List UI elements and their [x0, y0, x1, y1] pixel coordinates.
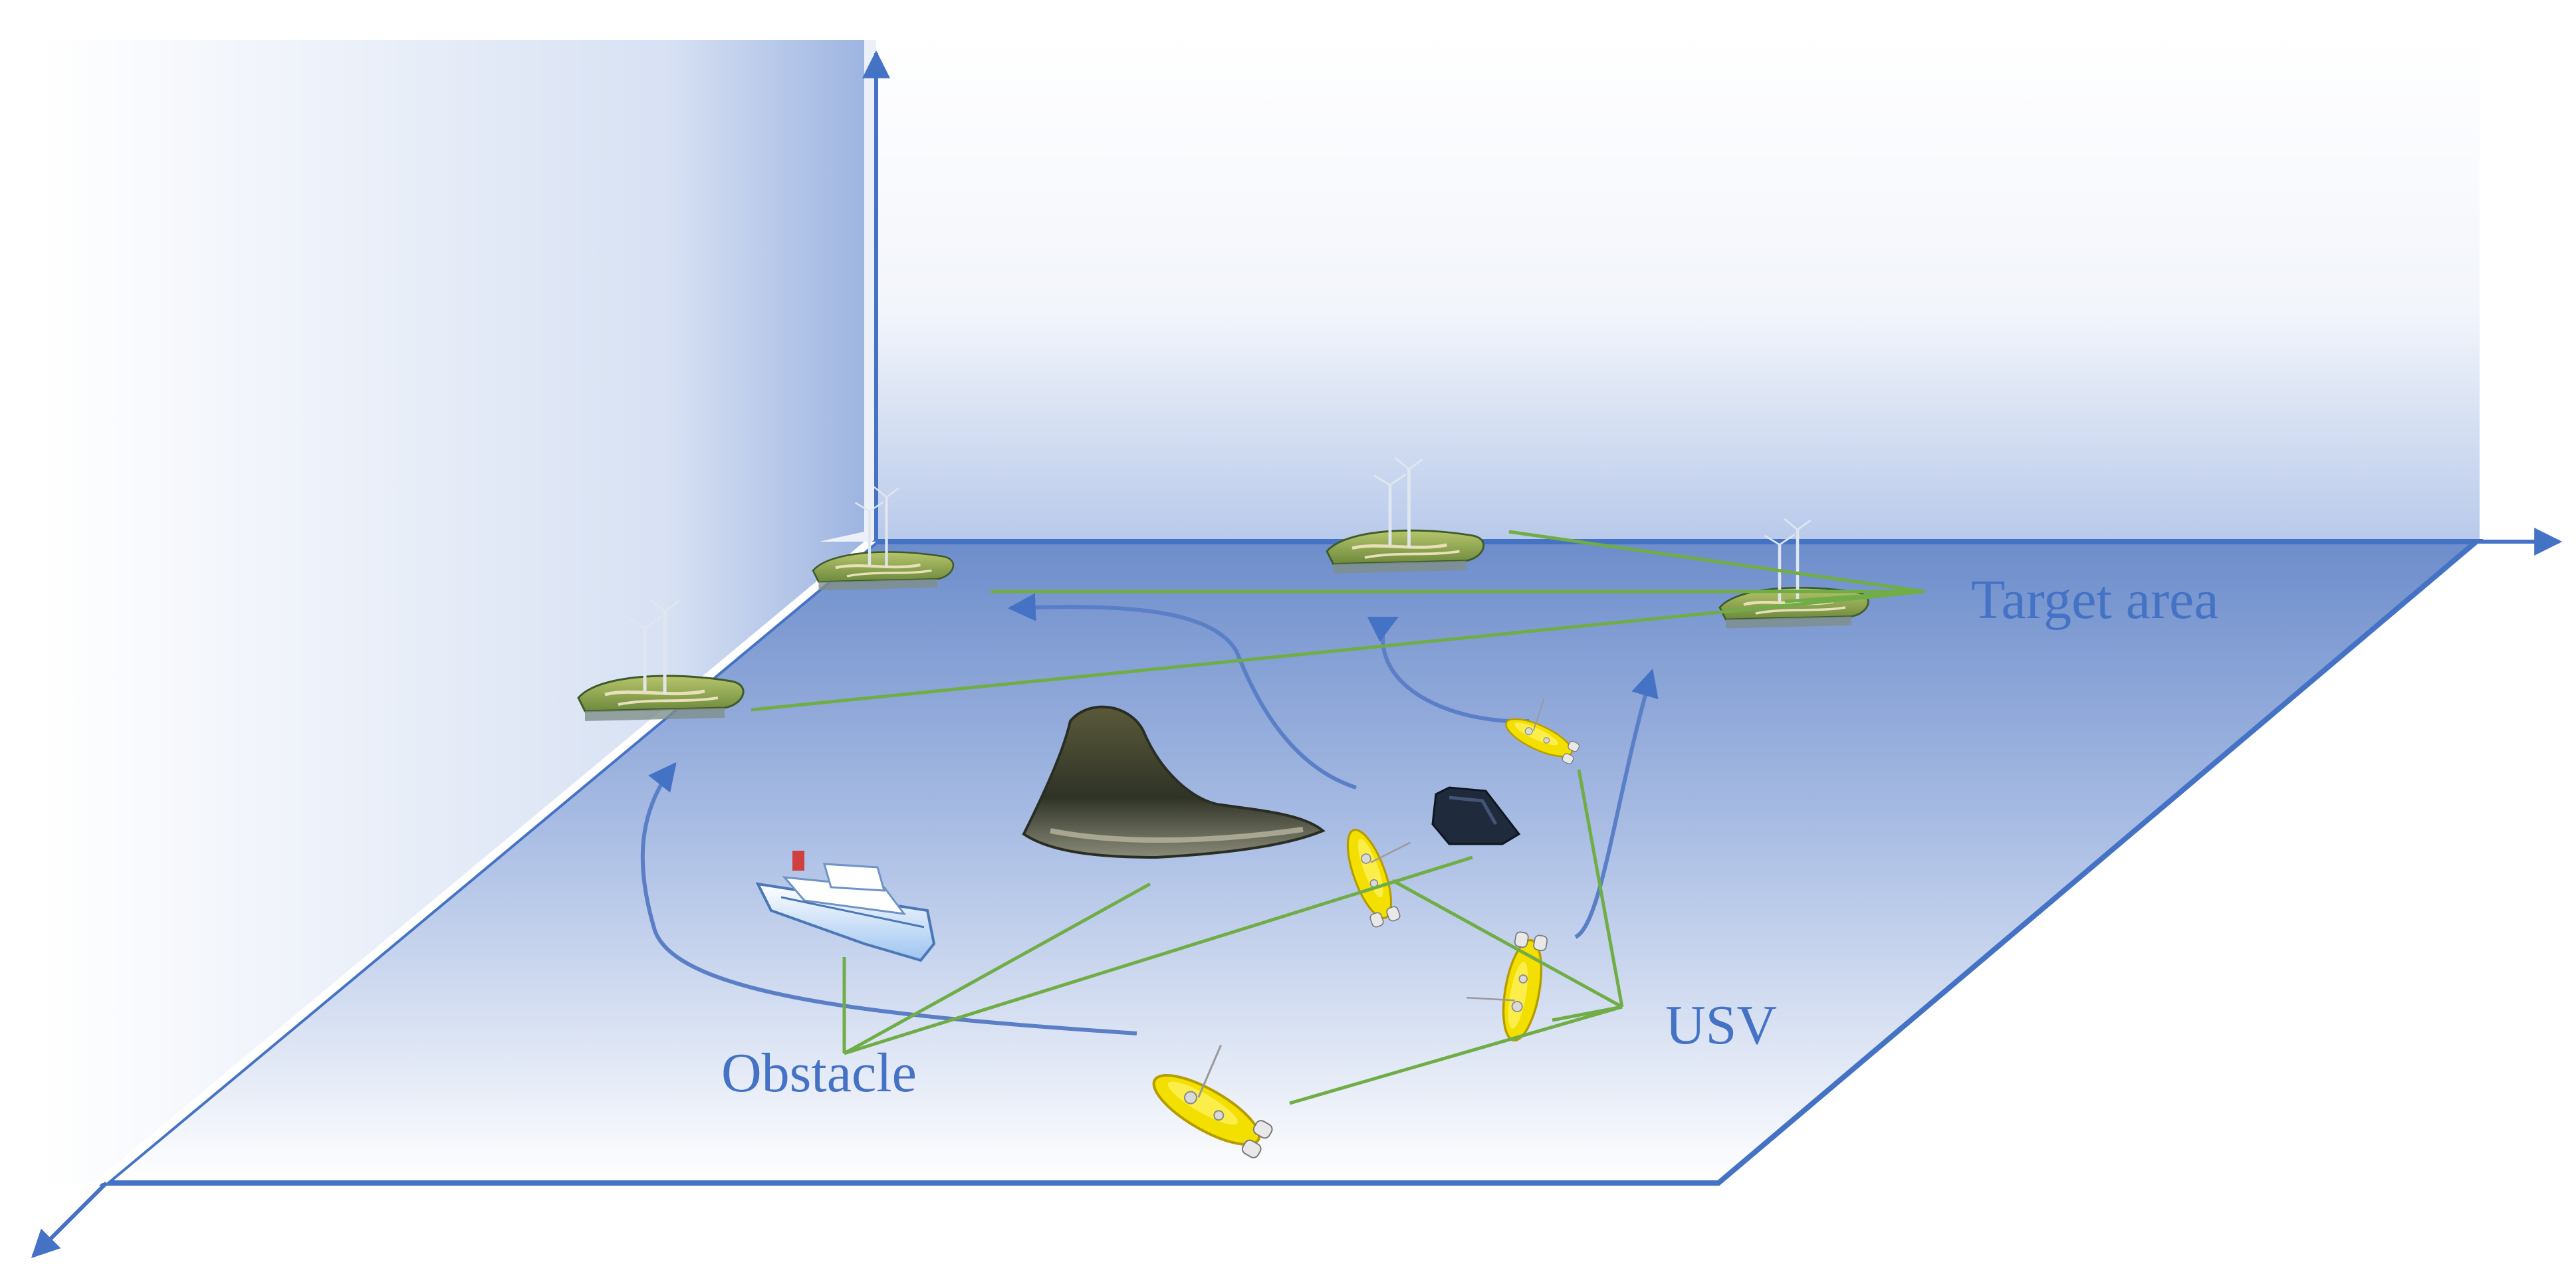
- y-axis: [31, 1181, 108, 1258]
- annotation-lines: [751, 530, 1925, 1105]
- path-to-right-target: [1574, 668, 1659, 939]
- obstacle-ship: [755, 851, 936, 962]
- path-to-back-target: [1007, 593, 1357, 790]
- obstacle-island: [1022, 705, 1326, 859]
- back-wall: [876, 33, 2480, 542]
- usv-paths: [640, 593, 1659, 1035]
- obstacle-rock: [1431, 786, 1521, 845]
- path-to-center-target: [1367, 616, 1530, 724]
- label-usv: USV: [1665, 994, 1777, 1056]
- label-obstacle: Obstacle: [721, 1042, 917, 1104]
- path-to-left-target: [640, 762, 1137, 1035]
- left-wall: [40, 40, 876, 1183]
- label-target-area: Target area: [1971, 569, 2219, 631]
